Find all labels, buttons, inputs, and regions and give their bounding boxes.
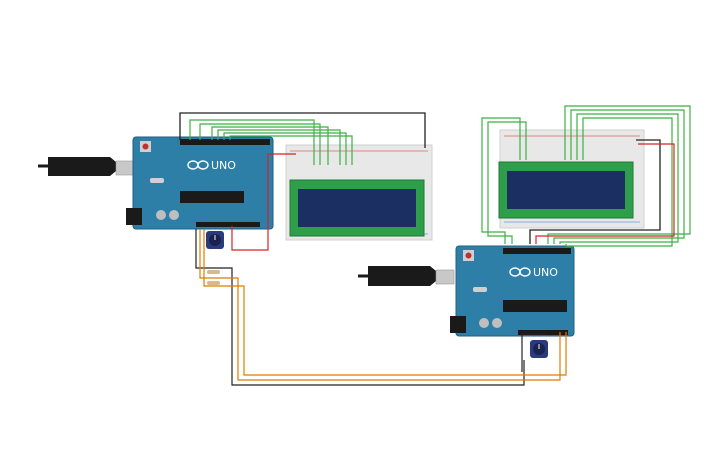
wire-red-left[interactable]	[231, 153, 296, 251]
wire-black-right-pot[interactable]	[521, 333, 546, 372]
arduino-board-left[interactable]: UNO	[126, 136, 274, 230]
potentiometer-icon	[206, 231, 224, 249]
wire-bundle-serial[interactable]	[195, 229, 567, 386]
usb-cable-icon	[358, 266, 455, 286]
wire-bundle-green-right[interactable]	[481, 105, 691, 247]
arduino-board-right[interactable]: UNO	[450, 245, 575, 337]
wire-bundle-green-left[interactable]	[189, 119, 353, 165]
board-label-left: UNO	[211, 159, 236, 172]
lcd-display-right	[498, 161, 634, 219]
resistor-icon	[207, 270, 220, 285]
wire-red-right[interactable]	[535, 143, 675, 244]
potentiometer-icon	[530, 340, 548, 358]
arduino-logo-icon	[187, 160, 209, 170]
arduino-logo-icon	[509, 267, 531, 277]
usb-cable-icon	[38, 157, 135, 176]
board-label-right: UNO	[533, 266, 558, 279]
wire-black-right[interactable]	[529, 139, 661, 244]
wire-black-left-top[interactable]	[179, 112, 426, 148]
lcd-display-left	[289, 179, 425, 237]
